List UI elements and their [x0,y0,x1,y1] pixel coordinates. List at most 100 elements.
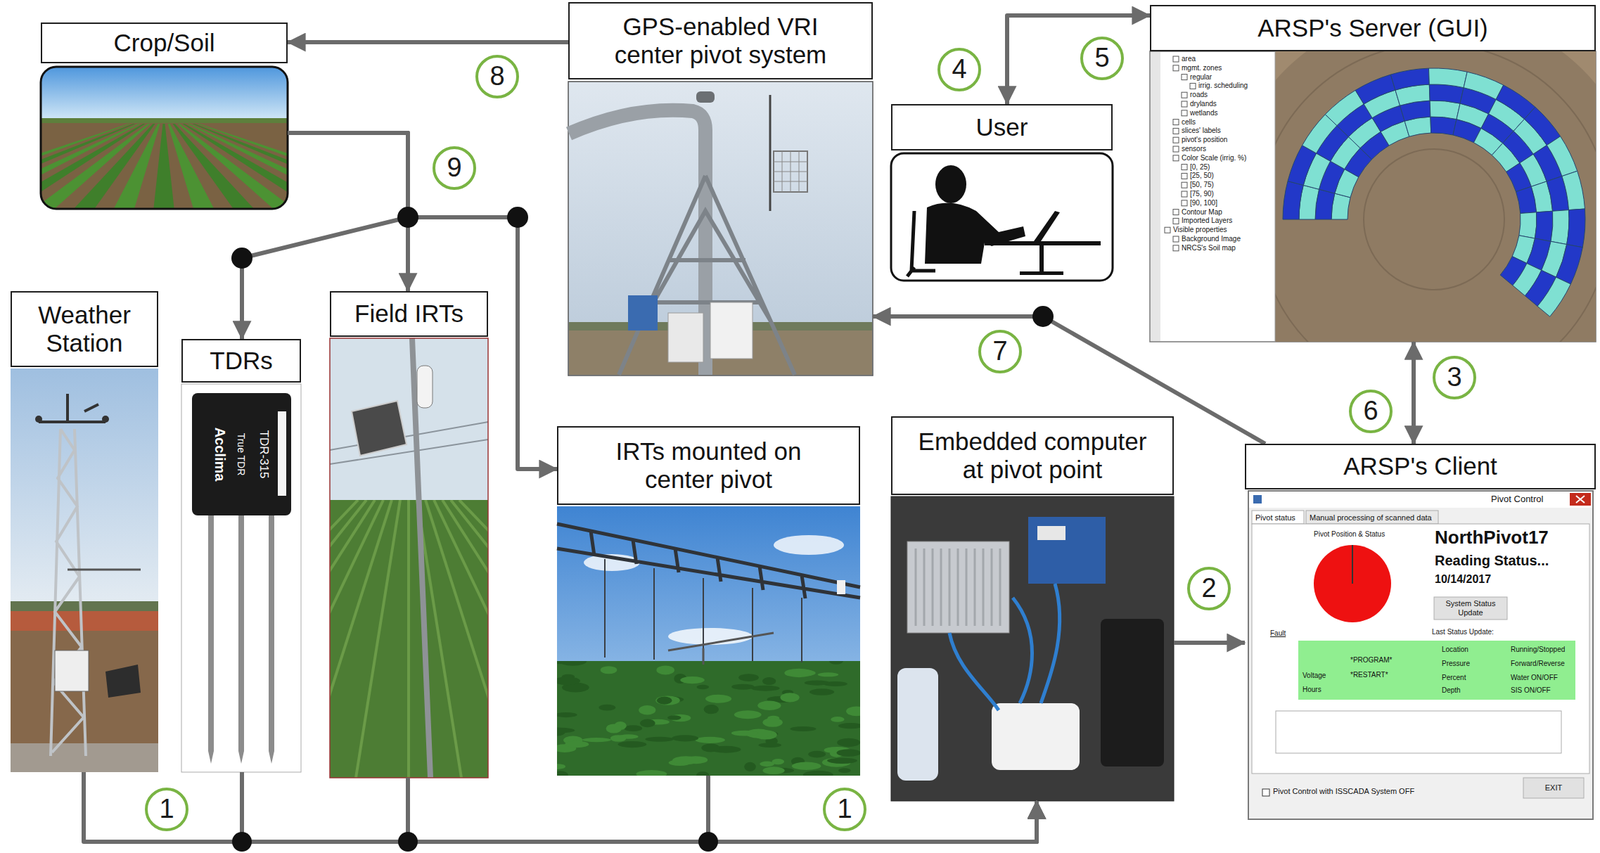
corn-leaf [817,672,840,677]
component-box: Embedded computer at pivot point [891,416,1174,802]
corn-leaf [623,725,643,732]
server-screenshot-part-part [1275,51,1596,342]
crop-photo-part-part [40,118,288,124]
junction-dots-part-part [507,206,529,228]
zone-cell [1325,90,1364,126]
corn-leaf [808,751,826,759]
node-label: GPS-enabled VRI center pivot system [586,12,855,70]
embedded-computer-photo-part [891,496,1174,802]
client-screenshot-part [1251,523,1590,774]
embedded-computer-photo-part [1100,618,1164,767]
component-box: ARSP's Client [1244,443,1596,822]
weather-station-photo-part [54,650,89,692]
pivot-photo-part [568,81,873,376]
corn-leaf [564,741,589,748]
node-label: ARSP's Server (GUI) [1257,14,1489,43]
corn-leaf [582,737,612,742]
layer-tree-item: area [1181,54,1196,64]
corn-leaf [598,704,616,712]
corn-leaf [779,692,799,702]
connectors [83,15,1414,842]
ui-text: *PROGRAM* [1350,656,1392,665]
corn-leaf [738,673,759,682]
embedded-computer-photo-part [949,583,1060,711]
zone-cell [1550,210,1570,245]
corn-leaf [827,758,858,764]
field-irt-photo-part [329,338,489,778]
corn-leaf [789,726,816,732]
tdr-photo-part [208,512,214,752]
zone-cell [1562,170,1586,210]
corn-leaf [704,704,719,714]
corn-leaf [600,666,618,674]
server-screenshot-part-part [1275,51,1596,342]
mounted-irt-photo-part [668,632,774,665]
ui-text: EXIT [1523,777,1584,799]
corn-leaf [656,665,675,675]
mounted-irt-photo [545,506,868,780]
ui-text: *RESTART* [1350,670,1389,680]
weather-station-photo-part [10,368,159,604]
embedded-computer-photo-part [897,668,939,781]
junction-dots-part-part [397,206,419,228]
corn-leaf [667,715,681,721]
node-label: Embedded computer at pivot point [906,427,1159,485]
tree-checkbox [1181,191,1188,197]
user-figure-part-part [1019,271,1064,275]
zone-cell [1537,277,1571,317]
corn-leaf [705,694,732,704]
corn-leaf [644,737,674,742]
weather-station-photo-part [10,611,159,631]
layer-tree-item: [75, 90) [1189,189,1214,199]
callout-number: 3 [1432,355,1477,400]
field-irt-photo-part [329,500,489,778]
component-box: GPS-enabled VRI center pivot system [568,2,873,376]
ui-text: 10/14/2017 [1434,573,1491,586]
corn-leaf [640,718,656,728]
tree-checkbox [1173,155,1179,162]
weather-station-photo-part [35,415,43,423]
callout-number: 9 [432,146,477,190]
zone-cell [1430,116,1457,136]
user-figure-part-part [984,241,1101,246]
tree-checkbox [1181,164,1188,171]
pivot-photo [568,81,873,376]
mounted-irt-photo-part [668,628,753,645]
field-rows [329,500,489,778]
weather-station-photo-part [10,601,159,612]
sensor-print: True TDR [235,433,247,477]
component-box: Field IRTs [329,291,489,778]
callout-number: 5 [1080,36,1124,81]
node-title: Weather Station [10,291,159,368]
zone-cell [1390,68,1430,91]
pivot-photo-part [696,91,715,103]
junction-dots-part [231,206,1054,852]
corn-leaf [656,696,673,705]
callout-number: 8 [475,54,520,99]
field-row [407,500,411,778]
corn-leaf [809,688,835,695]
field-row [459,500,489,778]
zone-cell [1463,71,1504,100]
connector-arrow [1411,341,1416,444]
corn-leaf [762,677,776,686]
connector-arrow [287,132,558,470]
ui-text: Water ON/OFF [1510,673,1558,683]
sensor-print: TDR-315 [256,430,271,479]
crop-photo-part-part [40,66,288,124]
corn-leaf [731,730,759,737]
callout-number: 1 [822,787,867,832]
weather-station-photo-part [67,568,141,572]
ui-text: Depth [1441,686,1461,695]
zone-cell [1556,244,1584,285]
ui-text: Hours [1302,685,1322,695]
tdr-photo-part [192,393,292,516]
field-row [329,500,392,778]
tree-checkbox [1173,65,1179,72]
layer-tree-item: regular [1189,73,1212,82]
node-title: User [891,104,1113,151]
client-screenshot-part [1249,491,1593,508]
connector-arrow [708,775,1037,842]
field-row [355,500,401,778]
